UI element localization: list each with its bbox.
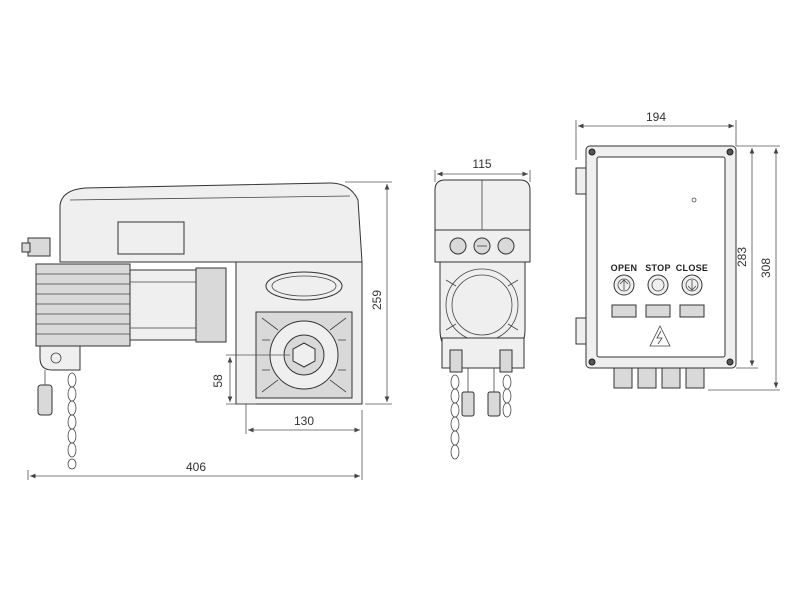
control-box-dimensions — [575, 120, 780, 391]
front-view-dimensions — [434, 170, 531, 182]
control-box — [575, 145, 737, 389]
side-view — [21, 182, 363, 470]
side-view-dimensions — [27, 181, 392, 480]
dim-box-height-inner: 283 — [735, 247, 749, 267]
front-view — [434, 179, 531, 460]
stop-button[interactable] — [647, 274, 669, 296]
arrow-down-icon — [687, 280, 697, 291]
dim-box-width: 194 — [646, 110, 666, 124]
stop-circle-icon — [651, 278, 665, 292]
dim-shaft-offset: 58 — [211, 374, 225, 388]
dim-overall-width: 406 — [186, 460, 206, 474]
close-label: CLOSE — [676, 263, 709, 273]
dim-front-width: 115 — [472, 157, 491, 171]
electric-hazard-icon — [649, 325, 671, 347]
arrow-up-icon — [619, 279, 629, 290]
open-button[interactable] — [613, 274, 635, 296]
dim-overall-height: 259 — [370, 290, 384, 310]
dim-box-height-outer: 308 — [759, 258, 773, 278]
stop-label: STOP — [645, 263, 671, 273]
close-button[interactable] — [681, 274, 703, 296]
dim-gearbox-width: 130 — [294, 414, 314, 428]
open-label: OPEN — [611, 263, 638, 273]
